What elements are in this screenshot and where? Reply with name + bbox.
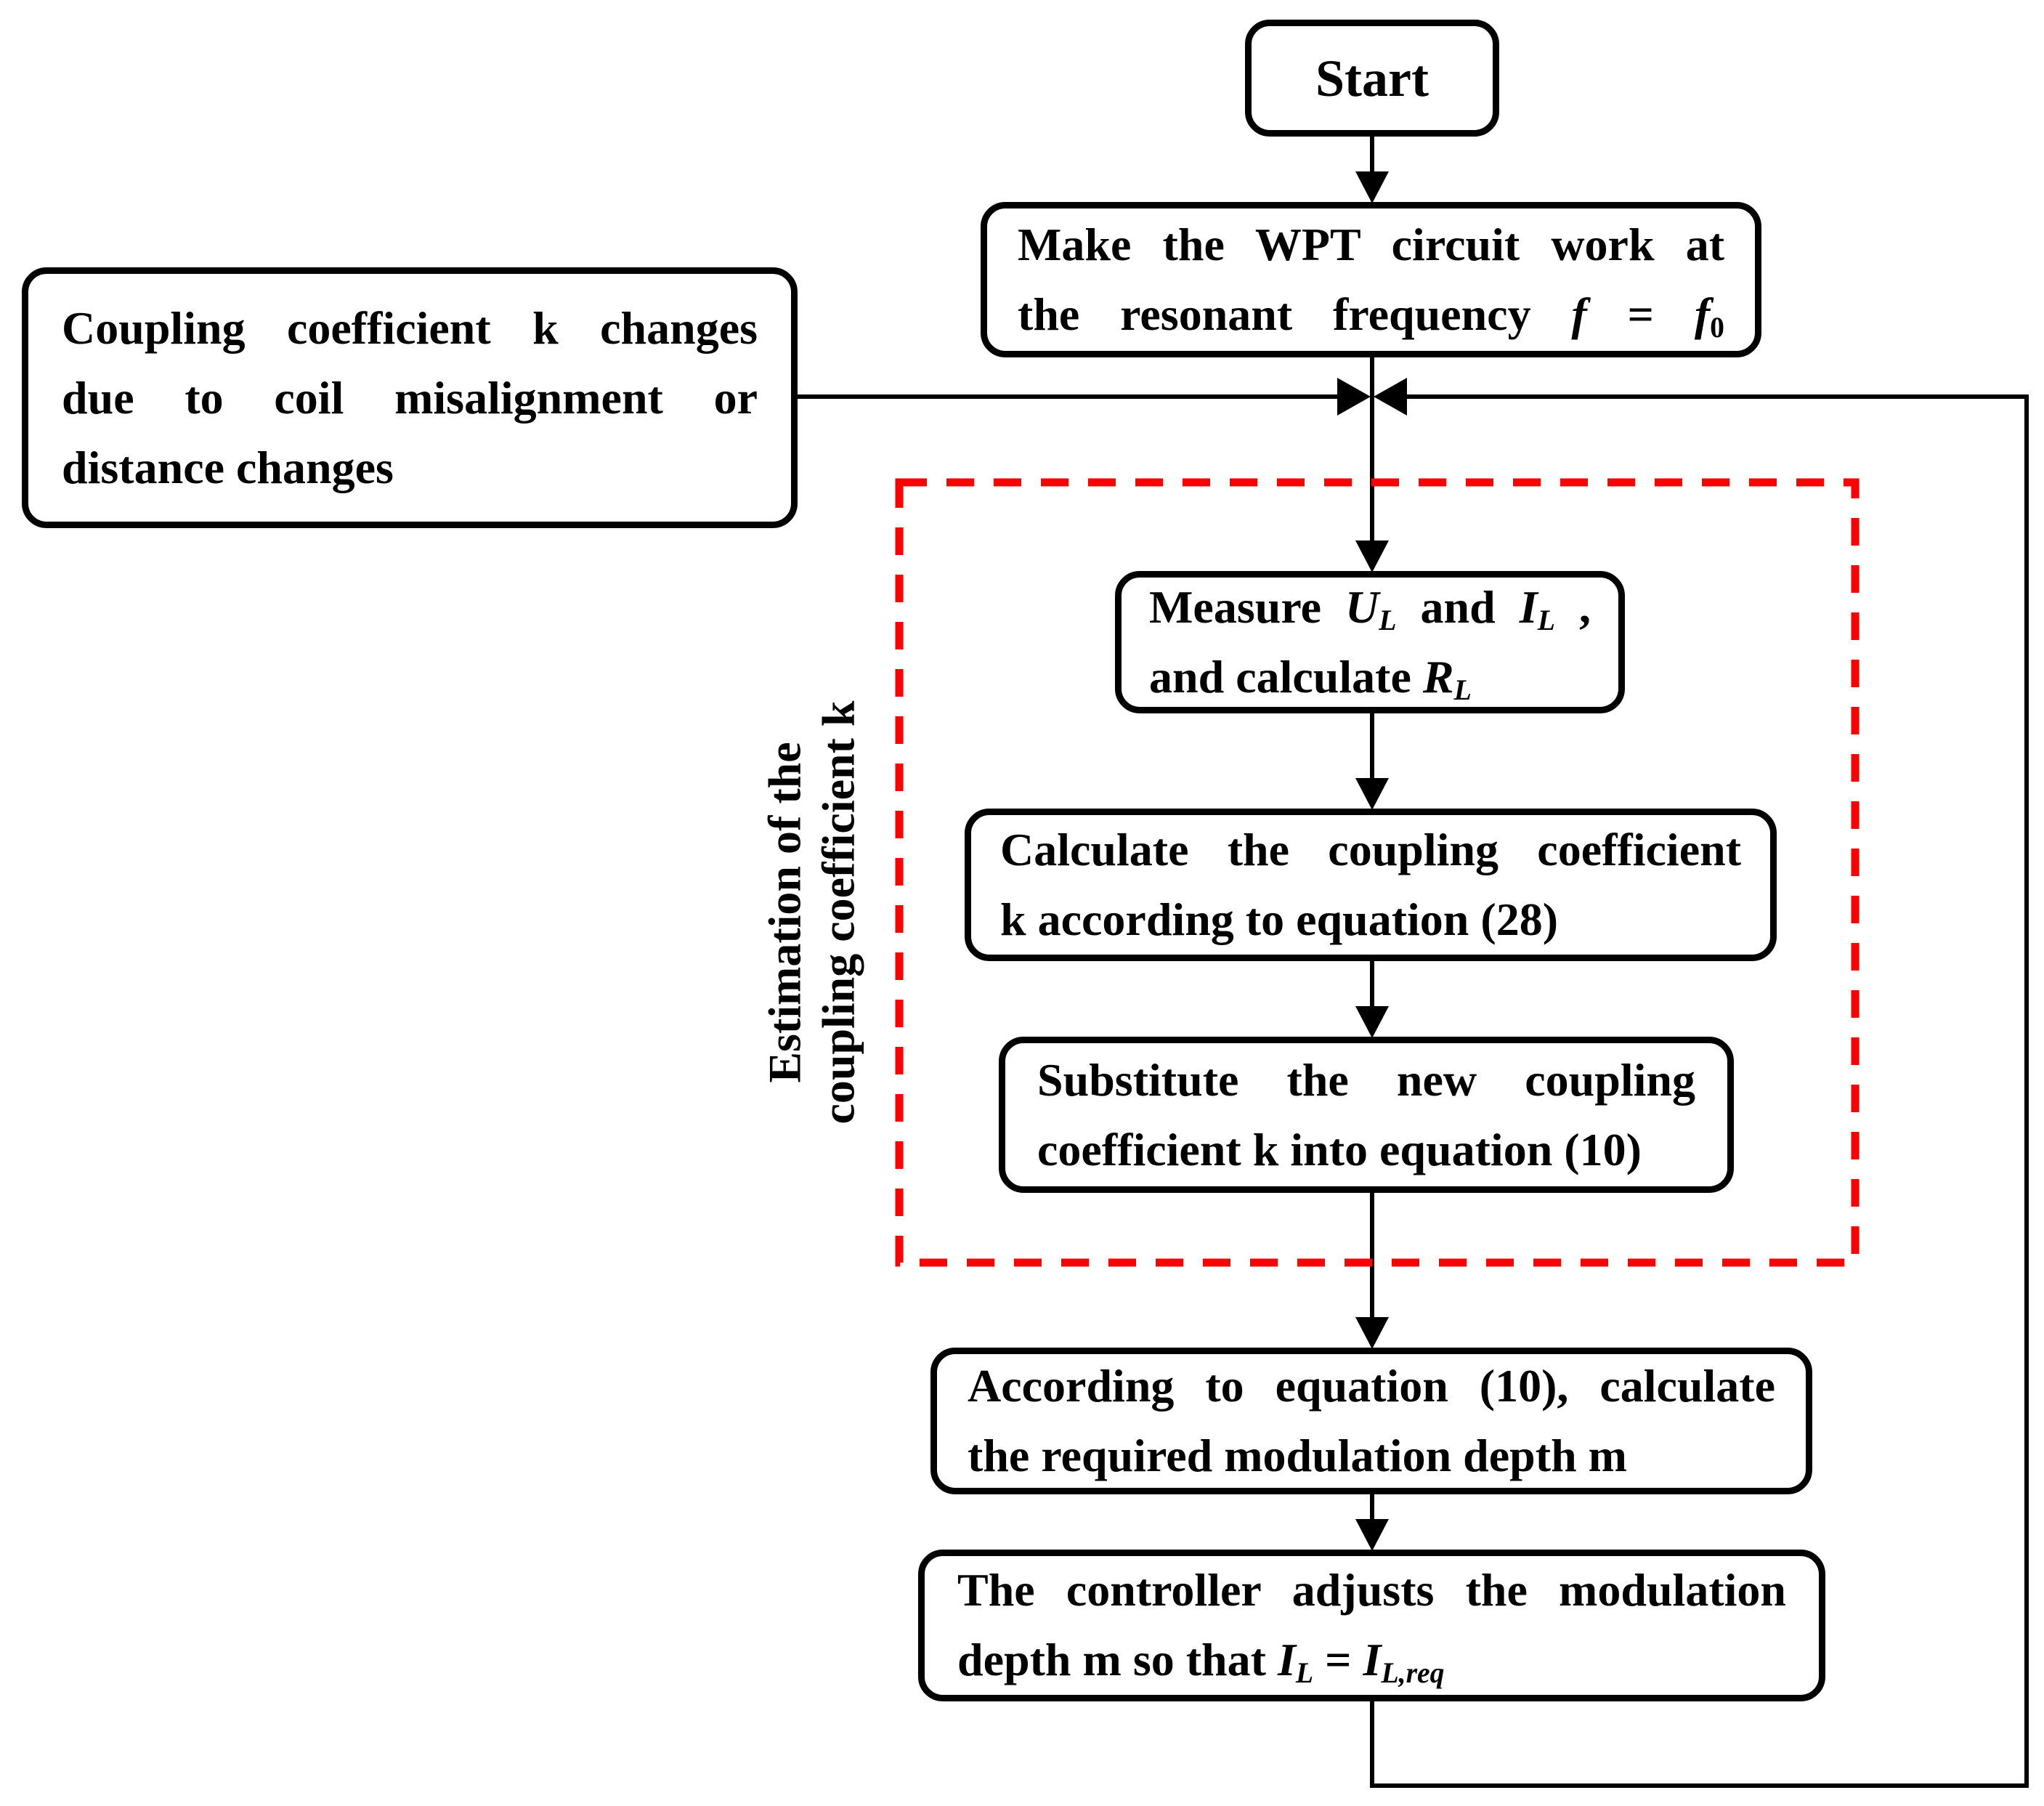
f-symbol: f	[1571, 288, 1587, 340]
node-line: Coupling coefficient k changes	[62, 301, 758, 354]
ilreq-subscript: L,req	[1381, 1657, 1445, 1690]
arrow-into-make-wpt	[1355, 171, 1389, 203]
node-calculate-modulation-depth: According to equation (10), calculate th…	[930, 1348, 1812, 1494]
ul-symbol: U	[1345, 580, 1379, 633]
node-line: and calculate RL	[1149, 642, 1591, 712]
ilreq-symbol: I	[1363, 1634, 1382, 1686]
node-substitute-coupling-coefficient: Substitute the new coupling coefficient …	[999, 1037, 1734, 1193]
arrowheads	[1337, 171, 1407, 1551]
estimation-region-label: Estimation of the coupling coefficient k	[758, 611, 864, 1214]
node-line: due to coil misalignment or	[62, 371, 758, 424]
il-subscript: L	[1537, 604, 1555, 636]
flow-lines	[795, 137, 2029, 1788]
f0-symbol: f	[1694, 288, 1711, 340]
arrow-into-controller	[1355, 1519, 1389, 1551]
node-start: Start	[1245, 20, 1499, 137]
arrow-junction-left	[1374, 378, 1407, 416]
node-line: Measure UL and IL ,	[1149, 572, 1591, 642]
equals-sign: =	[1313, 1634, 1363, 1686]
node-line: depth m so that IL = IL,req	[957, 1625, 1786, 1695]
feedback-loop-line	[1370, 394, 2029, 1788]
node-line: the resonant frequency f = f0	[1018, 280, 1724, 349]
il-subscript: L	[1295, 1657, 1314, 1690]
and-text: and	[1396, 580, 1520, 633]
start-label: Start	[1315, 49, 1429, 108]
arrow-junction-right	[1337, 378, 1371, 416]
node-line: Make the WPT circuit work at	[1018, 218, 1724, 270]
rl-symbol: R	[1422, 651, 1454, 702]
node-calculate-coupling-coefficient: Calculate the coupling coefficient k acc…	[965, 809, 1777, 961]
rl-subscript: L	[1453, 673, 1472, 706]
arrow-into-calc-k	[1355, 778, 1389, 810]
node-measure-ul-il: Measure UL and IL , and calculate RL	[1115, 571, 1625, 713]
comma-text: ,	[1554, 580, 1591, 633]
measure-text: Measure	[1149, 580, 1346, 633]
node-line: the required modulation depth m	[968, 1430, 1627, 1481]
ul-subscript: L	[1379, 604, 1397, 636]
node-line: Substitute the new coupling	[1037, 1053, 1695, 1106]
region-label-line: Estimation of the	[758, 742, 811, 1083]
il-symbol: I	[1277, 1634, 1296, 1686]
calculate-text: and calculate	[1149, 651, 1423, 702]
node-coupling-coefficient-changes: Coupling coefficient k changes due to co…	[22, 267, 798, 528]
arrow-into-calc-m	[1355, 1317, 1389, 1349]
arrow-into-substitute	[1355, 1006, 1389, 1038]
node-controller-adjusts-modulation: The controller adjusts the modulation de…	[918, 1550, 1825, 1701]
estimation-region-outline	[895, 478, 1860, 1267]
node-line: coefficient k into equation (10)	[1037, 1123, 1642, 1175]
node-line: Calculate the coupling coefficient	[1000, 824, 1741, 875]
node-line: k according to equation (28)	[1000, 894, 1558, 945]
resonant-frequency-text: the resonant frequency	[1018, 288, 1572, 340]
depth-text: depth m so that	[957, 1634, 1278, 1686]
arrow-into-measure	[1355, 540, 1389, 572]
node-make-wpt-resonant: Make the WPT circuit work at the resonan…	[981, 202, 1761, 357]
il-symbol: I	[1519, 580, 1538, 633]
node-line: distance changes	[62, 441, 394, 493]
equals-sign: =	[1586, 288, 1695, 340]
region-label-line: coupling coefficient k	[812, 700, 864, 1125]
node-line: According to equation (10), calculate	[968, 1360, 1775, 1412]
node-line: The controller adjusts the modulation	[957, 1564, 1786, 1616]
f0-subscript: 0	[1710, 311, 1725, 344]
